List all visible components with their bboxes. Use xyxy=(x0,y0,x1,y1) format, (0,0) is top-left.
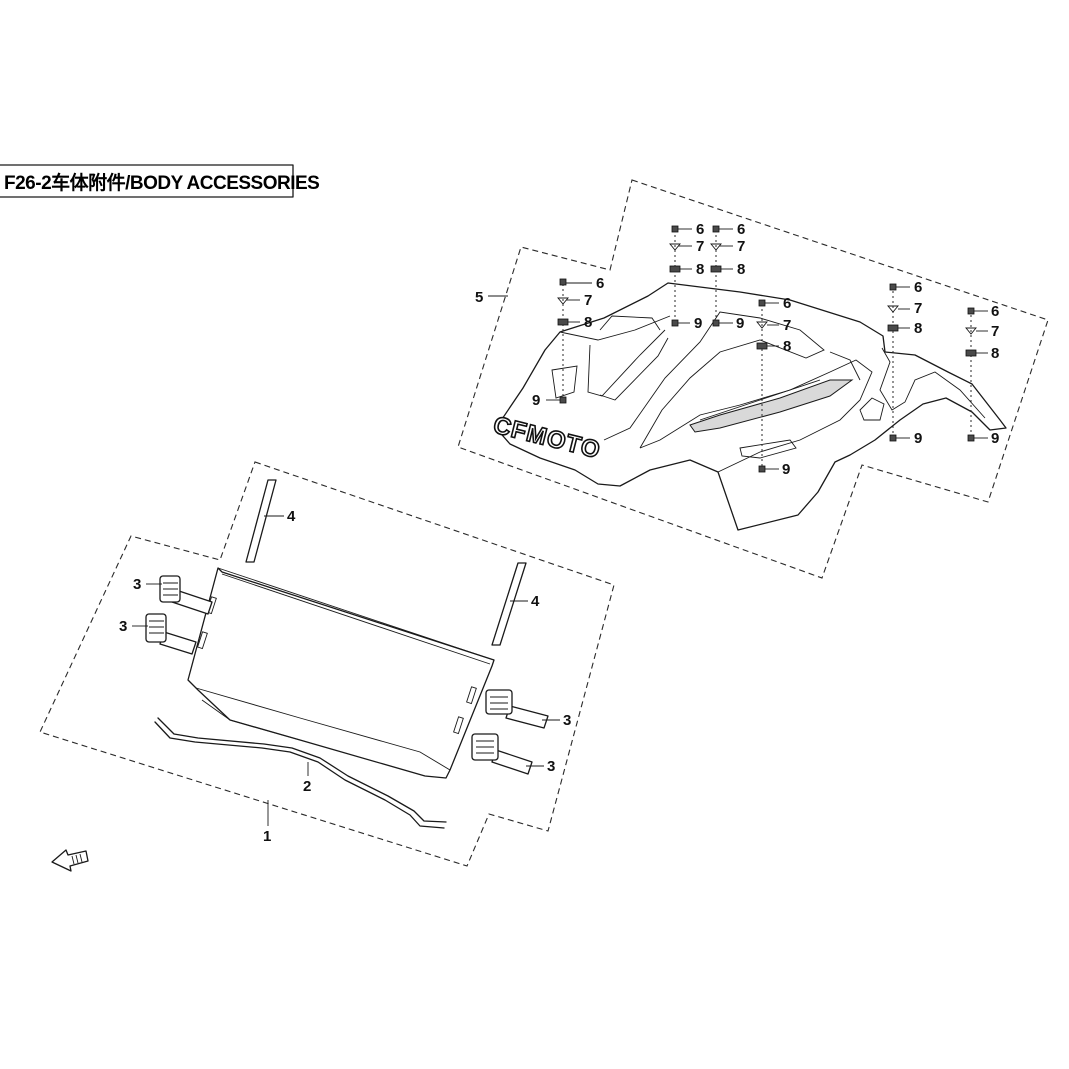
callout-5: 5 xyxy=(475,289,483,306)
callout-9: 9 xyxy=(694,315,702,332)
fastener-stack-f xyxy=(965,307,977,442)
callout-9: 9 xyxy=(914,430,922,447)
callout-8: 8 xyxy=(914,320,922,337)
callout-8: 8 xyxy=(584,314,592,331)
latch-left-upper xyxy=(159,575,213,615)
latch-right-lower xyxy=(471,733,533,775)
seal-strip-left xyxy=(245,479,277,563)
support-rod xyxy=(154,717,447,829)
callout-6: 6 xyxy=(737,221,745,238)
callout-7: 7 xyxy=(783,317,791,334)
callout-7: 7 xyxy=(696,238,704,255)
callout-7: 7 xyxy=(737,238,745,255)
callout-1: 1 xyxy=(263,828,271,845)
callout-2: 2 xyxy=(303,778,311,795)
front-direction-arrow-icon xyxy=(51,849,89,872)
callout-3: 3 xyxy=(547,758,555,775)
storage-tray-panel xyxy=(187,567,495,779)
diagram-title: F26-2车体附件/BODY ACCESSORIES xyxy=(4,171,319,194)
callout-6: 6 xyxy=(914,279,922,296)
latch-right-upper xyxy=(485,689,549,729)
front-hood-cover: CFMOTO xyxy=(490,282,1007,531)
callout-4: 4 xyxy=(287,508,296,525)
latch-left-lower xyxy=(145,613,197,655)
callout-6: 6 xyxy=(783,295,791,312)
fastener-stack-b xyxy=(669,225,681,327)
callout-4: 4 xyxy=(531,593,540,610)
callout-labels: 5 6 7 8 9 6 7 8 9 6 7 8 9 6 7 8 9 6 7 8 … xyxy=(119,221,999,845)
callout-7: 7 xyxy=(991,323,999,340)
callout-8: 8 xyxy=(696,261,704,278)
callout-6: 6 xyxy=(696,221,704,238)
callout-6: 6 xyxy=(991,303,999,320)
callout-6: 6 xyxy=(596,275,604,292)
callout-9: 9 xyxy=(736,315,744,332)
callout-3: 3 xyxy=(119,618,127,635)
seal-strip-right xyxy=(491,562,527,646)
callout-3: 3 xyxy=(563,712,571,729)
group-1-boundary xyxy=(39,461,615,867)
callout-9: 9 xyxy=(532,392,540,409)
callout-8: 8 xyxy=(783,338,791,355)
group-5-boundary xyxy=(457,179,1049,579)
callout-7: 7 xyxy=(584,292,592,309)
callout-8: 8 xyxy=(737,261,745,278)
leader-lines xyxy=(132,228,988,826)
diagram-title-box: F26-2车体附件/BODY ACCESSORIES xyxy=(0,164,320,198)
callout-3: 3 xyxy=(133,576,141,593)
callout-9: 9 xyxy=(991,430,999,447)
callout-7: 7 xyxy=(914,300,922,317)
callout-8: 8 xyxy=(991,345,999,362)
callout-9: 9 xyxy=(782,461,790,478)
